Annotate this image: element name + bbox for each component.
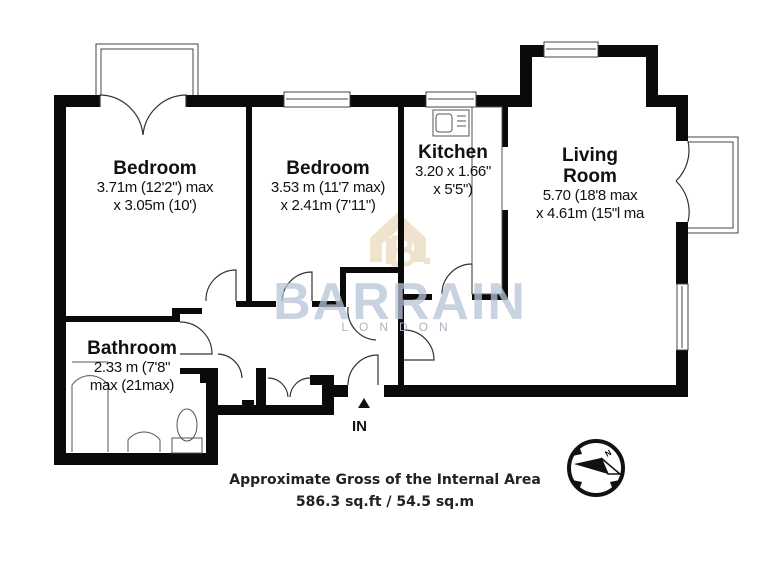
room-name: Bathroom — [87, 338, 177, 359]
entrance-arrow-icon — [358, 398, 370, 408]
bathroom-fixtures — [71, 361, 203, 454]
balcony-living — [688, 136, 739, 234]
room-label-bathroom: Bathroom 2.33 m (7'8" max (21max) — [72, 338, 192, 395]
room-name: Kitchen — [418, 142, 488, 163]
room-dimension: x 3.05m (10') — [113, 197, 197, 214]
room-dimension: x 4.61m (15"l ma — [535, 205, 645, 222]
windows — [283, 41, 689, 351]
room-name: Living — [562, 145, 618, 166]
area-value: 586.3 sq.ft / 54.5 sq.m — [295, 494, 475, 510]
room-dimension: 2.33 m (7'8" — [93, 359, 171, 376]
room-name: Bedroom — [113, 158, 197, 179]
room-dimension: 5.70 (18'8 max — [542, 187, 638, 204]
room-name: Room — [563, 166, 617, 187]
room-label-living-room: Living Room 5.70 (18'8 max x 4.61m (15"l… — [520, 145, 660, 223]
doors — [99, 94, 690, 398]
compass-icon: N — [567, 439, 625, 497]
balcony-bedroom — [95, 43, 199, 95]
watermark-subtitle: LONDON — [341, 320, 459, 334]
entrance-label: IN — [352, 418, 367, 435]
room-dimension: 3.20 x 1.66" — [415, 163, 491, 180]
walls — [54, 45, 688, 465]
room-label-kitchen: Kitchen 3.20 x 1.66" x 5'5") — [406, 142, 500, 199]
room-label-bedroom-1: Bedroom 3.71m (12'2") max x 3.05m (10') — [92, 158, 218, 215]
room-dimension: x 5'5") — [433, 181, 473, 198]
watermark-brand: BARRAIN — [273, 273, 527, 331]
room-label-bedroom-2: Bedroom 3.53 m (11'7 max) x 2.41m (7'11"… — [260, 158, 396, 215]
room-name: Bedroom — [286, 158, 370, 179]
svg-text:N: N — [604, 448, 614, 459]
room-dimension: max (21max) — [89, 377, 175, 394]
room-dimension: 3.71m (12'2") max — [96, 179, 214, 196]
kitchen-worktop — [432, 106, 503, 295]
room-dimension: x 2.41m (7'11") — [280, 197, 376, 214]
room-dimension: 3.53 m (11'7 max) — [270, 179, 386, 196]
area-title: Approximate Gross of the Internal Area — [229, 472, 541, 488]
